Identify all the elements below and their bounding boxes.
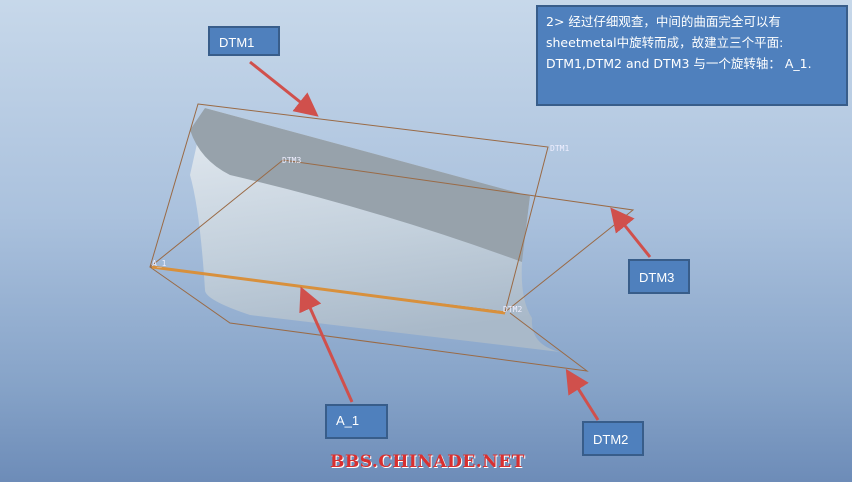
arrow-dtm2 <box>565 368 600 421</box>
callout-dtm2: DTM2 <box>582 421 644 456</box>
note-line: 2> 经过仔细观查，中间的曲面完全可以有 <box>546 14 781 29</box>
surface-top-face <box>190 108 530 262</box>
dtm3-plane <box>149 159 635 313</box>
dtm2-plane <box>149 266 589 372</box>
dtm2-model-label: DTM2 <box>503 305 522 314</box>
arrow-a1 <box>299 286 354 403</box>
dtm1-model-label: DTM1 <box>550 144 569 153</box>
arrow-dtm1 <box>249 60 319 117</box>
a1-model-label: A_1 <box>152 259 167 268</box>
explanation-note: 2> 经过仔细观查，中间的曲面完全可以有 sheetmetal中旋转而成，故建立… <box>536 5 848 106</box>
watermark: BBS.CHINADE.NET <box>330 452 525 472</box>
callout-a1: A_1 <box>325 404 388 439</box>
axis-a1[interactable] <box>151 265 506 315</box>
callout-dtm1: DTM1 <box>208 26 280 56</box>
note-line: sheetmetal中旋转而成，故建立三个平面: <box>546 35 784 50</box>
dtm3-model-label: DTM3 <box>282 156 301 165</box>
note-line: DTM1,DTM2 and DTM3 与一个旋转轴： A_1. <box>546 56 812 71</box>
arrow-dtm3 <box>610 207 652 258</box>
callout-dtm3: DTM3 <box>628 259 690 294</box>
